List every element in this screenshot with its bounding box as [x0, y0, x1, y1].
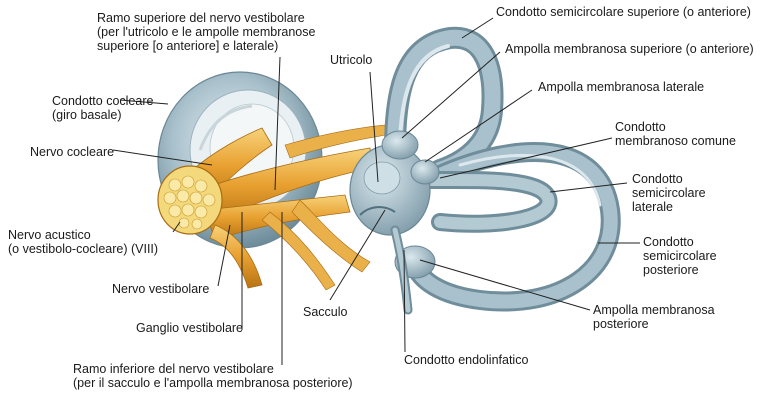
label-condotto-cocleare: Condotto cocleare (giro basale) [52, 94, 154, 122]
label-condotto-sc-superiore: Condotto semicircolare superiore (o ante… [496, 5, 751, 19]
label-ampolla-superiore: Ampolla membranosa superiore (o anterior… [505, 42, 754, 56]
label-condotto-sc-posteriore: Condotto semicircolare posteriore [643, 235, 717, 277]
label-nervo-cocleare: Nervo cocleare [30, 145, 115, 159]
label-ramo-inferiore: Ramo inferiore del nervo vestibolare (pe… [73, 362, 353, 390]
label-condotto-comune: Condotto membranoso comune [615, 120, 736, 148]
nerve-bundles [189, 124, 387, 291]
leader-lines [112, 17, 640, 365]
label-nervo-vestibolare: Nervo vestibolare [112, 282, 210, 296]
semicircular-canals [384, 26, 621, 312]
label-condotto-endolinfatico: Condotto endolinfatico [404, 353, 529, 367]
vestibular-sacs [349, 130, 440, 315]
label-sacculo: Sacculo [303, 305, 348, 319]
label-ramo-superiore: Ramo superiore del nervo vestibolare (pe… [97, 11, 316, 53]
label-nervo-acustico: Nervo acustico (o vestibolo-cocleare) (V… [8, 228, 159, 256]
nerve-cross-section [157, 165, 223, 235]
label-condotto-sc-laterale: Condotto semicircolare laterale [632, 172, 706, 214]
label-ganglio-vestibolare: Ganglio vestibolare [136, 321, 244, 335]
label-ampolla-laterale: Ampolla membranosa laterale [538, 80, 705, 94]
label-ampolla-posteriore: Ampolla membranosa posteriore [593, 303, 715, 331]
label-utricolo: Utricolo [330, 53, 373, 67]
